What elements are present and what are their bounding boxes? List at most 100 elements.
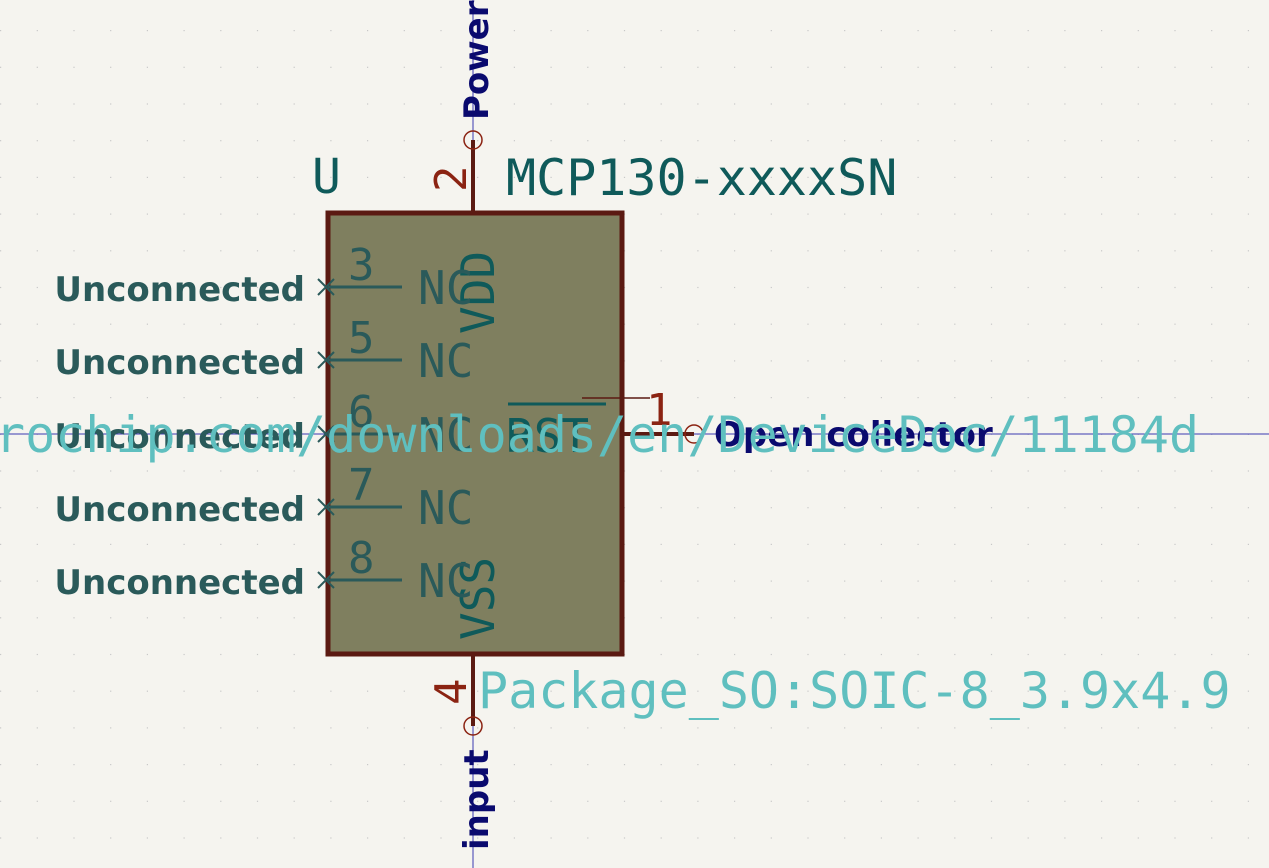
component-footprint[interactable]: Package_SO:SOIC-8_3.9x4.9 <box>478 662 1231 720</box>
grid-dot <box>36 360 38 362</box>
grid-dot <box>73 800 75 802</box>
grid-dot <box>807 653 809 656</box>
grid-dot <box>807 30 809 32</box>
pin-nc3-number: 3 <box>348 240 375 291</box>
grid-dot <box>403 66 405 68</box>
grid-dot <box>844 103 846 105</box>
pin-vdd-type-label: Power <box>457 0 497 120</box>
grid-dot <box>1174 140 1176 142</box>
no-connect-icon[interactable] <box>317 425 335 443</box>
grid-dot <box>697 397 699 399</box>
grid-dot <box>1101 360 1103 362</box>
grid-dot <box>917 800 919 802</box>
grid-dot <box>36 837 38 839</box>
grid-dot <box>954 617 956 619</box>
grid-dot <box>660 213 662 215</box>
grid-dot <box>770 764 772 766</box>
grid-dot <box>330 176 332 178</box>
pin-rst-endpoint-icon[interactable] <box>684 424 704 444</box>
component-reference[interactable]: U <box>312 149 341 205</box>
pin-vdd-endpoint-icon[interactable] <box>463 130 483 150</box>
no-connect-icon[interactable] <box>317 571 335 589</box>
pin-rst-type-label: Open collector <box>714 415 993 455</box>
grid-dot <box>256 764 259 766</box>
grid-dot <box>1101 103 1103 105</box>
grid-dot <box>807 837 809 839</box>
grid-dot <box>917 250 919 252</box>
grid-dot <box>1211 250 1213 252</box>
grid-dot <box>587 764 589 766</box>
grid-dot <box>1247 800 1249 802</box>
grid-dot <box>36 470 38 472</box>
grid-dot <box>330 30 332 32</box>
grid-dot <box>917 323 919 325</box>
grid-dot <box>1027 176 1029 178</box>
grid-dot <box>1064 837 1066 839</box>
grid-dot <box>623 103 626 105</box>
grid-dot <box>36 213 38 215</box>
grid-dot <box>880 103 882 105</box>
grid-dot <box>220 397 222 399</box>
grid-dot <box>734 727 736 729</box>
grid-dot <box>734 30 736 32</box>
grid-dot <box>954 653 956 656</box>
component-value[interactable]: MCP130-xxxxSN <box>506 149 897 207</box>
grid-dot <box>1101 800 1103 802</box>
grid-dot <box>917 837 919 839</box>
grid-dot <box>1101 323 1103 325</box>
grid-dot <box>0 250 2 252</box>
grid-dot <box>293 690 295 692</box>
grid-dot <box>0 140 2 142</box>
pin-vss-endpoint-icon[interactable] <box>463 716 483 736</box>
grid-dot <box>110 764 112 766</box>
grid-dot <box>550 690 552 692</box>
grid-dot <box>1101 66 1103 68</box>
grid-dot <box>1137 653 1139 656</box>
grid-dot <box>770 690 772 692</box>
grid-dot <box>220 323 222 325</box>
grid-dot <box>256 250 259 252</box>
grid-dot <box>1027 690 1029 692</box>
grid-dot <box>36 653 38 656</box>
grid-dot <box>844 764 846 766</box>
grid-dot <box>146 837 148 839</box>
grid-dot <box>220 286 222 289</box>
grid-dot <box>183 103 185 105</box>
grid-dot <box>844 580 846 582</box>
grid-dot <box>73 764 75 766</box>
grid-dot <box>660 140 662 142</box>
grid-dot <box>917 617 919 619</box>
grid-dot <box>110 507 112 509</box>
grid-dot <box>110 690 112 692</box>
grid-dot <box>770 617 772 619</box>
grid-dot <box>880 286 882 289</box>
grid-dot <box>1211 30 1213 32</box>
grid-dot <box>990 470 993 472</box>
grid-dot <box>880 764 882 766</box>
grid-dot <box>1247 213 1249 215</box>
grid-dot <box>220 360 222 362</box>
pin-nc7-number: 7 <box>348 460 375 511</box>
grid-dot <box>770 727 772 729</box>
grid-dot <box>73 727 75 729</box>
grid-dot <box>183 213 185 215</box>
grid-dot <box>1247 837 1249 839</box>
grid-dot <box>1247 176 1249 178</box>
grid-dot <box>1211 286 1213 289</box>
grid-dot <box>110 286 112 289</box>
grid-dot <box>770 103 772 105</box>
grid-dot <box>36 800 38 802</box>
grid-dot <box>220 764 222 766</box>
no-connect-icon[interactable] <box>317 351 335 369</box>
no-connect-icon[interactable] <box>317 278 335 296</box>
grid-dot <box>734 837 736 839</box>
no-connect-icon[interactable] <box>317 498 335 516</box>
grid-dot <box>477 30 479 32</box>
grid-dot <box>990 617 993 619</box>
grid-dot <box>990 727 993 729</box>
grid-dot <box>880 250 882 252</box>
grid-dot <box>220 250 222 252</box>
grid-dot <box>697 323 699 325</box>
component-datasheet[interactable]: rochip.com/downloads/en/DeviceDoc/11184d <box>0 406 1199 464</box>
